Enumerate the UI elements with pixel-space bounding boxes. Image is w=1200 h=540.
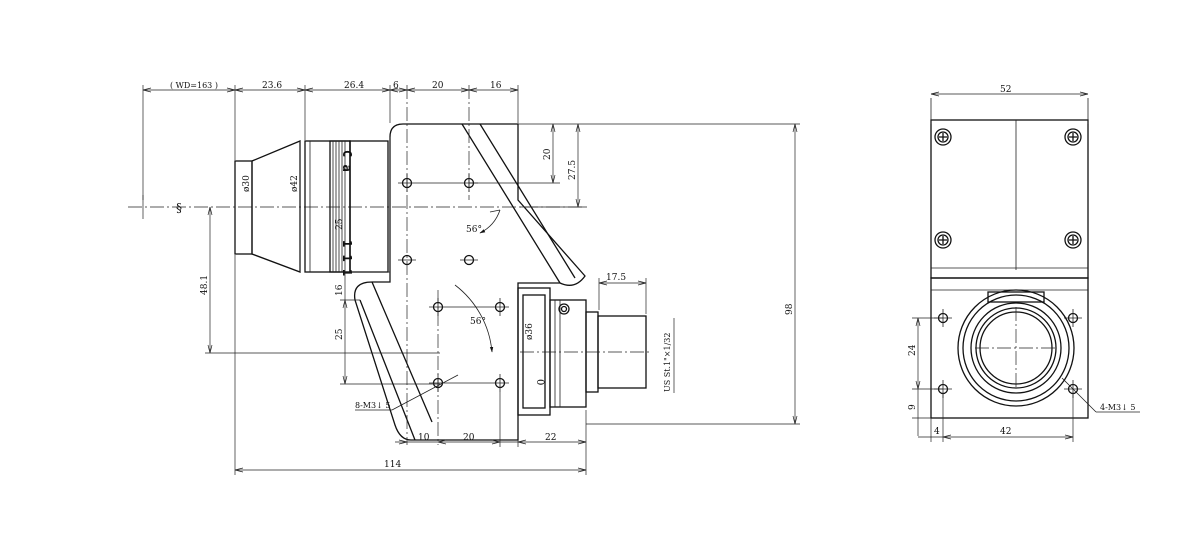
lens-mount-label: US St.1"×1/32: [663, 333, 672, 392]
dim-52: 52: [1000, 85, 1011, 95]
front-bracket-plate: [930, 277, 1089, 419]
dia-42: ø42: [290, 175, 300, 192]
dim-20-right: 20: [543, 148, 553, 160]
lens-flare: [251, 140, 301, 273]
angle-label-upper: 56°: [466, 225, 482, 235]
dim-114: 114: [384, 460, 401, 470]
angle-label-lower: 56°: [470, 317, 486, 327]
dim-9: 9: [908, 404, 918, 410]
lens-front-barrel: [234, 160, 253, 255]
dim-48-1: 48.1: [200, 275, 210, 295]
lens-rear-collar: [349, 140, 389, 273]
wd-label: ( WD=163 ): [170, 81, 218, 90]
dia-36: ø36: [525, 323, 535, 340]
dim-26-4: 26.4: [344, 81, 364, 91]
dim-25-lower: 25: [335, 328, 345, 340]
dim-17-5: 17.5: [606, 273, 626, 283]
dim-20-top: 20: [432, 81, 444, 91]
dim-10: 10: [418, 433, 430, 443]
side-view: § C a 1 1 1: [128, 81, 800, 475]
camera-rear-cap: [549, 299, 587, 408]
break-symbol: §: [176, 201, 182, 215]
front-lens-rings: [957, 289, 1075, 407]
c-mount-oval: 0: [534, 379, 545, 385]
thread-leader-front: [1072, 388, 1097, 413]
dim-27-5: 27.5: [568, 160, 578, 180]
dim-16-left: 16: [335, 284, 345, 296]
angle-arc-upper: [479, 209, 501, 234]
angle-arc-lower: [454, 284, 494, 353]
dim-22: 22: [545, 433, 556, 443]
upper-slot: [461, 123, 576, 284]
dim-23-6: 23.6: [262, 81, 282, 91]
rear-screw-top: [558, 303, 570, 315]
dia-30: ø30: [242, 175, 252, 192]
front-view: 52 24 9 4 42 4-M3↓ 5: [908, 85, 1140, 442]
lower-slot: [359, 281, 433, 441]
dim-25-upper: 25: [335, 218, 345, 230]
front-bracket-holes: [934, 309, 1082, 398]
dim-16-top: 16: [490, 81, 502, 91]
lens-text-top: C a: [340, 150, 354, 172]
dim-20-bottom: 20: [463, 433, 475, 443]
dim-4: 4: [934, 427, 940, 437]
dim-24: 24: [908, 344, 918, 356]
dim-6: 6: [393, 81, 399, 91]
lens-text-bottom: 1 1 1: [340, 240, 354, 276]
dim-98: 98: [785, 303, 795, 315]
thread-label-side: 8-M3↓ 5: [355, 401, 390, 410]
front-screws: [934, 128, 1082, 249]
thread-label-front: 4-M3↓ 5: [1100, 403, 1135, 412]
dim-42: 42: [1000, 427, 1011, 437]
front-camera-housing: [930, 119, 1089, 279]
